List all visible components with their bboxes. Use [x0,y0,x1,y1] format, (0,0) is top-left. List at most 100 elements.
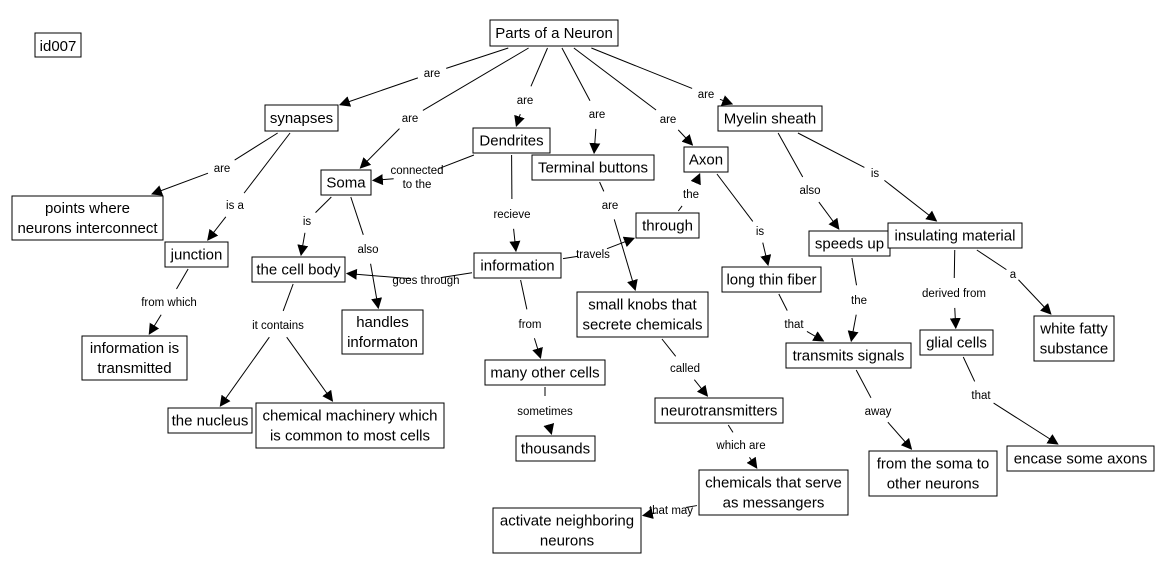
link-label-text: it contains [252,320,304,332]
link-line-28 [797,132,865,168]
concept-axon[interactable]: Axon [683,146,729,173]
link-label-text: to the [403,179,432,191]
concept-manycells[interactable]: many other cells [484,359,606,386]
concept-junction[interactable]: junction [164,241,229,268]
concept-box [868,450,998,497]
link-line-11 [350,196,364,235]
concept-encase[interactable]: encase some axons [1006,445,1155,472]
concept-box [683,146,729,173]
concept-glial[interactable]: glial cells [919,329,994,356]
concept-insulating[interactable]: insulating material [887,222,1023,249]
concept-terminal[interactable]: Terminal buttons [531,154,655,181]
link-label: also [799,185,820,197]
link-label: are [602,200,619,212]
concept-text: junction [170,247,223,264]
concept-text: transmitted [97,360,171,377]
link-label-text: derived from [922,288,986,300]
concept-box [492,507,642,554]
concept-text: points where [45,200,130,217]
concept-transmits[interactable]: transmits signals [785,342,912,369]
concept-root[interactable]: Parts of a Neuron [489,19,619,47]
link-line-5 [591,47,693,89]
concept-text: secrete chemicals [582,317,702,334]
link-line-9 [438,154,475,170]
concept-nucleus[interactable]: the nucleus [167,407,253,434]
link-label: goes through [392,275,459,287]
link-label-text: goes through [392,275,459,287]
link-label-text: a [1010,269,1017,281]
concept-text: the cell body [256,262,341,279]
concept-dendrites[interactable]: Dendrites [472,127,551,154]
link-arrow-30-0 [1018,279,1052,315]
concept-box [11,195,164,241]
concept-box [717,105,823,132]
link-label: are [402,113,419,125]
concept-synapses[interactable]: synapses [264,104,339,132]
link-label-text: the [683,189,699,201]
concept-box [81,335,188,381]
link-line-27 [855,369,872,399]
concept-text: transmits signals [793,348,905,365]
link-line-19 [599,181,605,192]
link-arrow-24-0 [806,331,825,342]
link-label-text: are [698,89,715,101]
link-label-text: the [851,295,867,307]
concept-text: many other cells [490,365,599,382]
link-label-text: connected [390,165,443,177]
link-arrow-20-0 [693,379,709,397]
concept-information[interactable]: information [473,252,562,279]
link-label: recieve [493,209,530,221]
concept-box [473,252,562,279]
link-arrow-13-0 [509,228,521,253]
link-arrow-28-0 [884,179,938,222]
link-label-text: that may [649,505,693,517]
link-line-16 [520,279,528,310]
concept-text: Dendrites [479,133,543,150]
concept-cellbody[interactable]: the cell body [251,256,346,283]
link-arrow-12-0 [219,336,270,407]
link-line-0 [446,47,509,69]
link-arrow-9-0 [371,174,394,186]
concept-text: Terminal buttons [538,160,648,177]
concept-neurotrans[interactable]: neurotransmitters [654,397,784,424]
concept-speeds[interactable]: speeds up [808,230,891,257]
concept-fiber[interactable]: long thin fiber [721,266,822,293]
link-label-text: is a [226,200,245,212]
link-label: travels [576,249,610,261]
link-line-31 [962,356,976,382]
concept-text: through [642,218,693,235]
concept-through[interactable]: through [635,212,700,239]
edges-layer [148,47,1059,520]
link-arrow-17-0 [543,422,555,436]
link-line-10 [315,196,332,213]
concept-text: Parts of a Neuron [495,25,613,42]
link-label: are [517,95,534,107]
link-label-text: which are [715,440,765,452]
link-label-text: recieve [493,209,530,221]
link-arrow-11-0 [370,263,383,310]
link-arrow-27-0 [887,421,913,450]
link-line-30 [976,249,1007,271]
link-label-text: are [402,113,419,125]
concept-text: neurons [540,533,594,550]
link-arrow-4-0 [677,129,694,146]
concept-box [341,309,424,355]
concept-thousands[interactable]: thousands [515,435,596,462]
link-line-8 [176,268,189,290]
link-label: away [865,406,892,418]
link-label: the [851,295,867,307]
concept-box [255,402,445,449]
concept-box [320,169,372,196]
concept-box [167,407,253,434]
concept-soma[interactable]: Soma [320,169,372,196]
concept-myelin[interactable]: Myelin sheath [717,105,823,132]
